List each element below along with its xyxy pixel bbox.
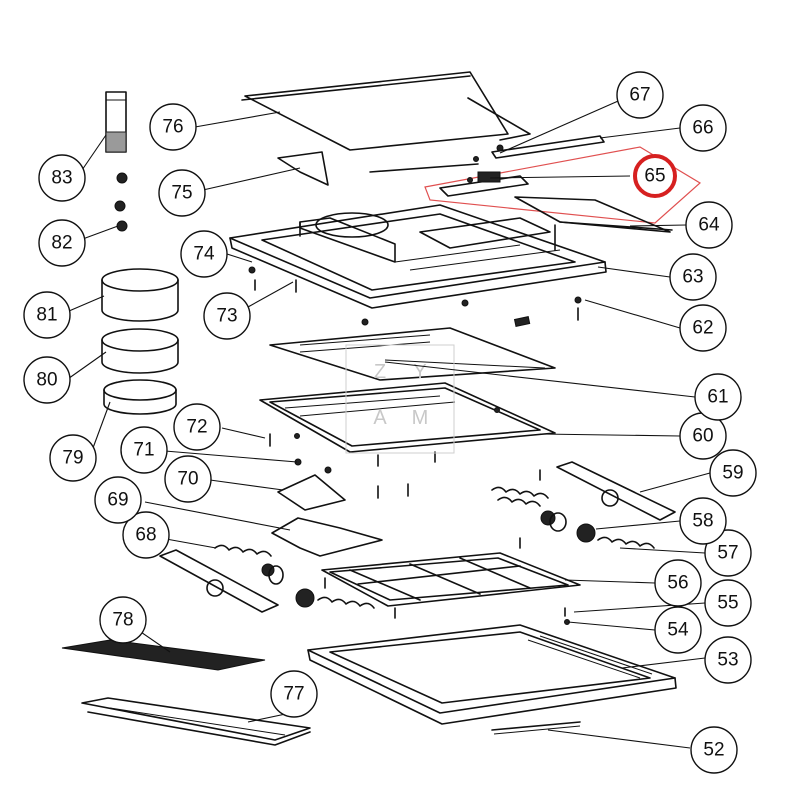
part-64-flap	[514, 196, 673, 233]
part-drawings	[61, 71, 702, 746]
callout-53[interactable]: 53	[704, 636, 752, 684]
callout-67[interactable]: 67	[616, 71, 664, 119]
callout-56[interactable]: 56	[654, 559, 702, 607]
callout-label-55: 55	[717, 593, 738, 614]
part-60-lower-frame	[259, 382, 556, 467]
watermark-letter-1: Z	[374, 361, 386, 383]
part-79-81-rings	[101, 268, 179, 415]
part-83-tube	[105, 91, 127, 153]
callout-78[interactable]: 78	[99, 596, 147, 644]
callout-62[interactable]: 62	[679, 304, 727, 352]
part-76-lid-panel	[241, 71, 531, 173]
callout-label-60: 60	[692, 426, 713, 447]
callout-label-58: 58	[692, 511, 713, 532]
callout-59[interactable]: 59	[709, 449, 757, 497]
callout-81[interactable]: 81	[23, 291, 71, 339]
callout-label-56: 56	[667, 573, 688, 594]
callout-label-64: 64	[698, 215, 720, 236]
callout-75[interactable]: 75	[158, 169, 206, 217]
callout-label-57: 57	[717, 543, 738, 564]
watermark-letter-2: Y	[413, 361, 426, 383]
part-56-grid-screen	[321, 552, 581, 619]
callout-76[interactable]: 76	[149, 103, 197, 151]
part-52-strip	[491, 721, 581, 735]
callout-68[interactable]: 68	[122, 511, 170, 559]
callout-label-54: 54	[667, 620, 689, 641]
callout-69[interactable]: 69	[94, 476, 142, 524]
callout-label-63: 63	[682, 267, 703, 288]
callout-82[interactable]: 82	[38, 219, 86, 267]
callout-label-77: 77	[283, 684, 304, 705]
leader-lines	[61, 97, 711, 749]
callout-54[interactable]: 54	[654, 606, 702, 654]
watermark-letter-4: M	[412, 407, 429, 429]
callout-label-72: 72	[186, 417, 207, 438]
callout-71[interactable]: 71	[120, 426, 168, 474]
callout-label-52: 52	[703, 740, 724, 761]
callout-65[interactable]: 65	[633, 154, 677, 198]
callout-label-70: 70	[177, 469, 198, 490]
part-77-tray	[81, 697, 311, 746]
callout-label-76: 76	[162, 117, 183, 138]
callout-label-81: 81	[36, 305, 57, 326]
callout-label-62: 62	[692, 318, 713, 339]
callout-80[interactable]: 80	[23, 356, 71, 404]
part-63-main-frame	[229, 204, 607, 327]
part-66-67-hinge-parts	[473, 135, 605, 162]
callout-58[interactable]: 58	[679, 497, 727, 545]
callout-70[interactable]: 70	[164, 455, 212, 503]
part-65-bracket	[424, 146, 702, 224]
callout-label-69: 69	[107, 490, 128, 511]
callout-label-61: 61	[707, 387, 728, 408]
callout-79[interactable]: 79	[49, 434, 97, 482]
callout-label-65: 65	[644, 166, 665, 187]
callout-55[interactable]: 55	[704, 579, 752, 627]
callout-63[interactable]: 63	[669, 253, 717, 301]
callout-77[interactable]: 77	[270, 670, 318, 718]
callout-label-66: 66	[692, 118, 713, 139]
callout-label-78: 78	[112, 610, 133, 631]
callout-label-82: 82	[51, 233, 72, 254]
callout-label-74: 74	[193, 244, 215, 265]
part-57-58-right-spring	[491, 486, 655, 549]
callouts: 52 53 54 55 56 57 58 59	[23, 71, 757, 774]
callout-label-83: 83	[51, 168, 72, 189]
part-53-bottom-frame	[307, 624, 677, 725]
callout-73[interactable]: 73	[203, 292, 251, 340]
part-68-left-spring-rail	[159, 544, 375, 613]
part-71-72-screws	[269, 433, 541, 499]
part-70-wedge	[277, 474, 346, 511]
part-82-nuts	[114, 172, 128, 232]
part-61-plate	[269, 327, 556, 381]
callout-label-68: 68	[135, 525, 156, 546]
callout-label-80: 80	[36, 370, 57, 391]
callout-57[interactable]: 57	[704, 529, 752, 577]
callout-66[interactable]: 66	[679, 104, 727, 152]
callout-label-53: 53	[717, 650, 738, 671]
callout-label-71: 71	[133, 440, 154, 461]
part-59-right-rail	[556, 461, 676, 521]
callout-label-79: 79	[62, 448, 83, 469]
callout-64[interactable]: 64	[685, 201, 733, 249]
part-69-gasket	[271, 517, 383, 557]
callout-61[interactable]: 61	[694, 373, 742, 421]
callout-83[interactable]: 83	[38, 154, 86, 202]
watermark-letter-3: A	[373, 407, 387, 429]
callout-74[interactable]: 74	[180, 230, 228, 278]
callout-label-59: 59	[722, 463, 743, 484]
callout-label-75: 75	[171, 183, 192, 204]
callout-60[interactable]: 60	[679, 412, 727, 460]
part-78-brush-strip	[61, 639, 266, 671]
callout-label-73: 73	[216, 306, 237, 327]
callout-52[interactable]: 52	[690, 726, 738, 774]
part-75-cover	[277, 151, 329, 186]
callout-label-67: 67	[629, 85, 650, 106]
callout-72[interactable]: 72	[173, 403, 221, 451]
